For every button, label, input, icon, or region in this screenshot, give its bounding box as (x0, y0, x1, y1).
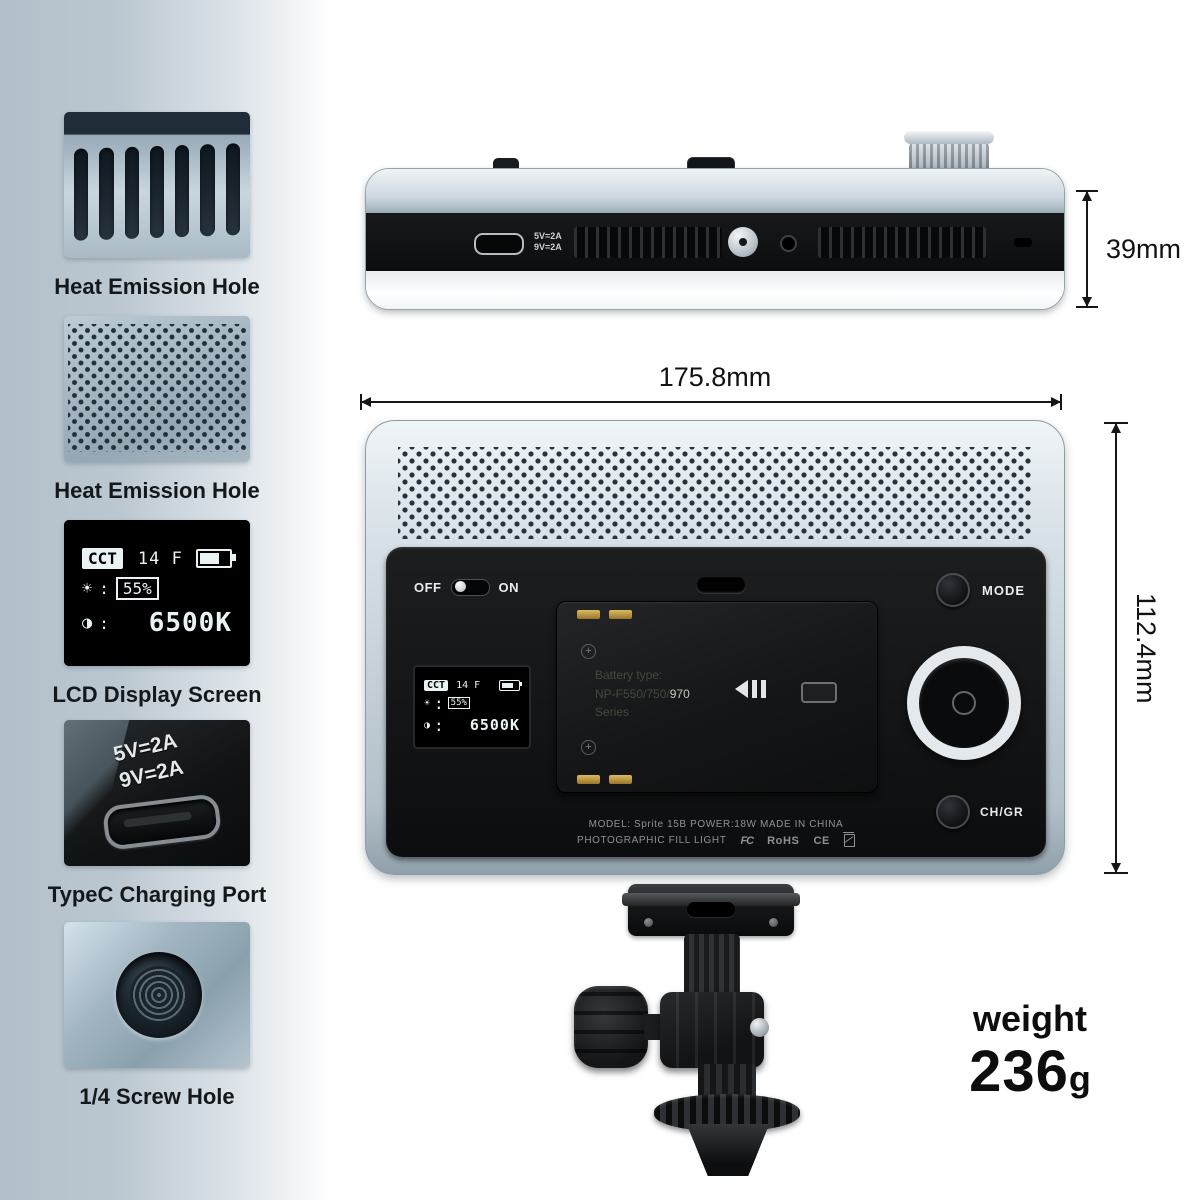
shoe-flange (622, 893, 800, 906)
rohs-mark: RoHS (767, 834, 800, 847)
lcd-photo: CCT 14 F ☀ : 55% ◑ : 6500K (64, 520, 250, 666)
lcd-screen-back: CCT 14 F ☀ : 55% ◑ : 6500K (413, 665, 531, 749)
lcd-screen: CCT 14 F ☀ : 55% ◑ : 6500K (64, 520, 250, 666)
dimension-112mm-label: 112.4mm (1131, 592, 1161, 704)
screw-hole-photo (64, 922, 250, 1068)
vent-grille-right (818, 227, 986, 258)
shoe-screw (644, 918, 653, 927)
heat-emission-holes (398, 447, 1032, 539)
product-name-line: PHOTOGRAPHIC FILL LIGHT (577, 835, 727, 846)
weee-icon (842, 832, 855, 847)
vent-holes-photo (64, 316, 250, 462)
sidebar-item-lcd: CCT 14 F ☀ : 55% ◑ : 6500K (42, 520, 272, 708)
screw-thread (130, 966, 188, 1024)
off-label: OFF (414, 580, 442, 595)
control-dial (907, 646, 1021, 760)
sidebar-item-vent-slots: Heat Emission Hole (42, 112, 272, 300)
lcd-temperature: 6500K (469, 716, 520, 734)
lcd-brightness: 55% (447, 697, 470, 709)
sun-icon: ☀ (82, 578, 93, 599)
cold-shoe-mount (622, 884, 800, 936)
battery-icon (196, 549, 236, 568)
lcd-mode-badge: CCT (424, 679, 449, 691)
vent-grille-left (574, 227, 722, 258)
lcd-mode-badge: CCT (82, 548, 123, 569)
weight-value: 236g (925, 1038, 1135, 1105)
latch-arrow-icon (735, 680, 766, 698)
cert-line: PHOTOGRAPHIC FILL LIGHT FC RoHS CE (386, 832, 1046, 847)
lcd-top-value: 14 F (137, 548, 183, 569)
battery-type-text: Battery type: NP-F550/750/970 Series (595, 668, 690, 720)
tilt-joint (660, 992, 764, 1068)
model-info-line: MODEL: Sprite 15B POWER:18W MADE IN CHIN… (588, 819, 844, 830)
caption-heat-emission-hole-1: Heat Emission Hole (54, 274, 260, 299)
chgr-button (936, 795, 970, 829)
power-switch-group: OFF ON (414, 579, 519, 596)
weight-unit: g (1068, 1058, 1091, 1099)
screw-mark-bottom: + (581, 740, 596, 755)
sidebar-item-typec: 5V=2A 9V=2A TypeC Charging Port (42, 720, 272, 908)
fcc-mark: FC (740, 834, 754, 847)
back-panel: OFF ON MODE CCT 14 F ☀ : 55% ◑ (386, 547, 1046, 857)
battery-icon (499, 679, 522, 691)
color-temp-icon: ◑ (82, 613, 93, 633)
battery-latch-button (801, 682, 837, 703)
ce-mark: CE (813, 834, 830, 847)
shoe-slot (687, 902, 735, 917)
screw-hole-icon (116, 952, 202, 1038)
caption-heat-emission-hole-2: Heat Emission Hole (54, 478, 260, 503)
weight-label: weight (973, 998, 1087, 1039)
weight-number: 236 (969, 1039, 1069, 1104)
strap-slot (696, 577, 746, 594)
color-temp-icon: ◑ (424, 719, 431, 731)
device-top-view: 5V=2A 9V=2A (365, 131, 1065, 310)
lcd-top-value: 14 F (456, 679, 481, 691)
device-back-view: OFF ON MODE CCT 14 F ☀ : 55% ◑ (365, 420, 1065, 875)
tripod-socket (728, 227, 758, 257)
caption-screw-hole: 1/4 Screw Hole (79, 1084, 235, 1109)
port-voltage-label: 5V=2A 9V=2A (534, 231, 562, 252)
mount-neck (684, 934, 740, 998)
lcd-temperature: 6500K (148, 608, 232, 638)
typec-photo: 5V=2A 9V=2A (64, 720, 250, 866)
joint-pin (750, 1018, 769, 1037)
lcd-colon: : (99, 613, 109, 633)
sun-icon: ☀ (424, 697, 431, 709)
sidebar-item-screw-hole: 1/4 Screw Hole (42, 922, 272, 1110)
top-small-button (493, 158, 519, 169)
vent-slots-photo (64, 112, 250, 258)
side-slot (1014, 238, 1032, 247)
chgr-label: CH/GR (980, 805, 1024, 819)
tilt-lock-knob (574, 986, 648, 1068)
battery-contacts-bottom (577, 775, 632, 784)
lcd-brightness: 55% (115, 577, 159, 600)
caption-lcd-display: LCD Display Screen (52, 682, 262, 707)
screw-mark-top: + (581, 644, 596, 659)
power-toggle (450, 579, 490, 596)
mode-button (936, 573, 970, 607)
pin-hole (780, 235, 797, 252)
mode-label: MODE (982, 583, 1025, 598)
lcd-colon: : (99, 579, 109, 598)
battery-contacts-top (577, 610, 632, 619)
top-view-body: 5V=2A 9V=2A (365, 168, 1065, 310)
shoe-screw (769, 918, 778, 927)
dimension-175mm-label: 175.8mm (658, 362, 772, 392)
top-frame-edge (366, 169, 1064, 213)
top-flat-key (687, 157, 735, 170)
sidebar-item-vent-holes: Heat Emission Hole (42, 316, 272, 504)
battery-plate: + + Battery type: NP-F550/750/970 Series (556, 601, 878, 793)
product-info: MODEL: Sprite 15B POWER:18W MADE IN CHIN… (386, 819, 1046, 847)
shoe-foot (686, 1124, 770, 1176)
dimension-39mm-label: 39mm (1106, 234, 1182, 264)
on-label: ON (498, 580, 519, 595)
diffuser-edge (366, 271, 1064, 309)
vent-slot-pattern (74, 143, 240, 241)
caption-typec-port: TypeC Charging Port (47, 882, 267, 907)
side-io-panel: 5V=2A 9V=2A (366, 213, 1064, 271)
usb-c-port (474, 233, 524, 255)
feature-sidebar: Heat Emission Hole Heat Emission Hole CC… (0, 0, 350, 1200)
usb-c-port-icon (101, 793, 223, 851)
perforation-pattern (68, 324, 246, 452)
